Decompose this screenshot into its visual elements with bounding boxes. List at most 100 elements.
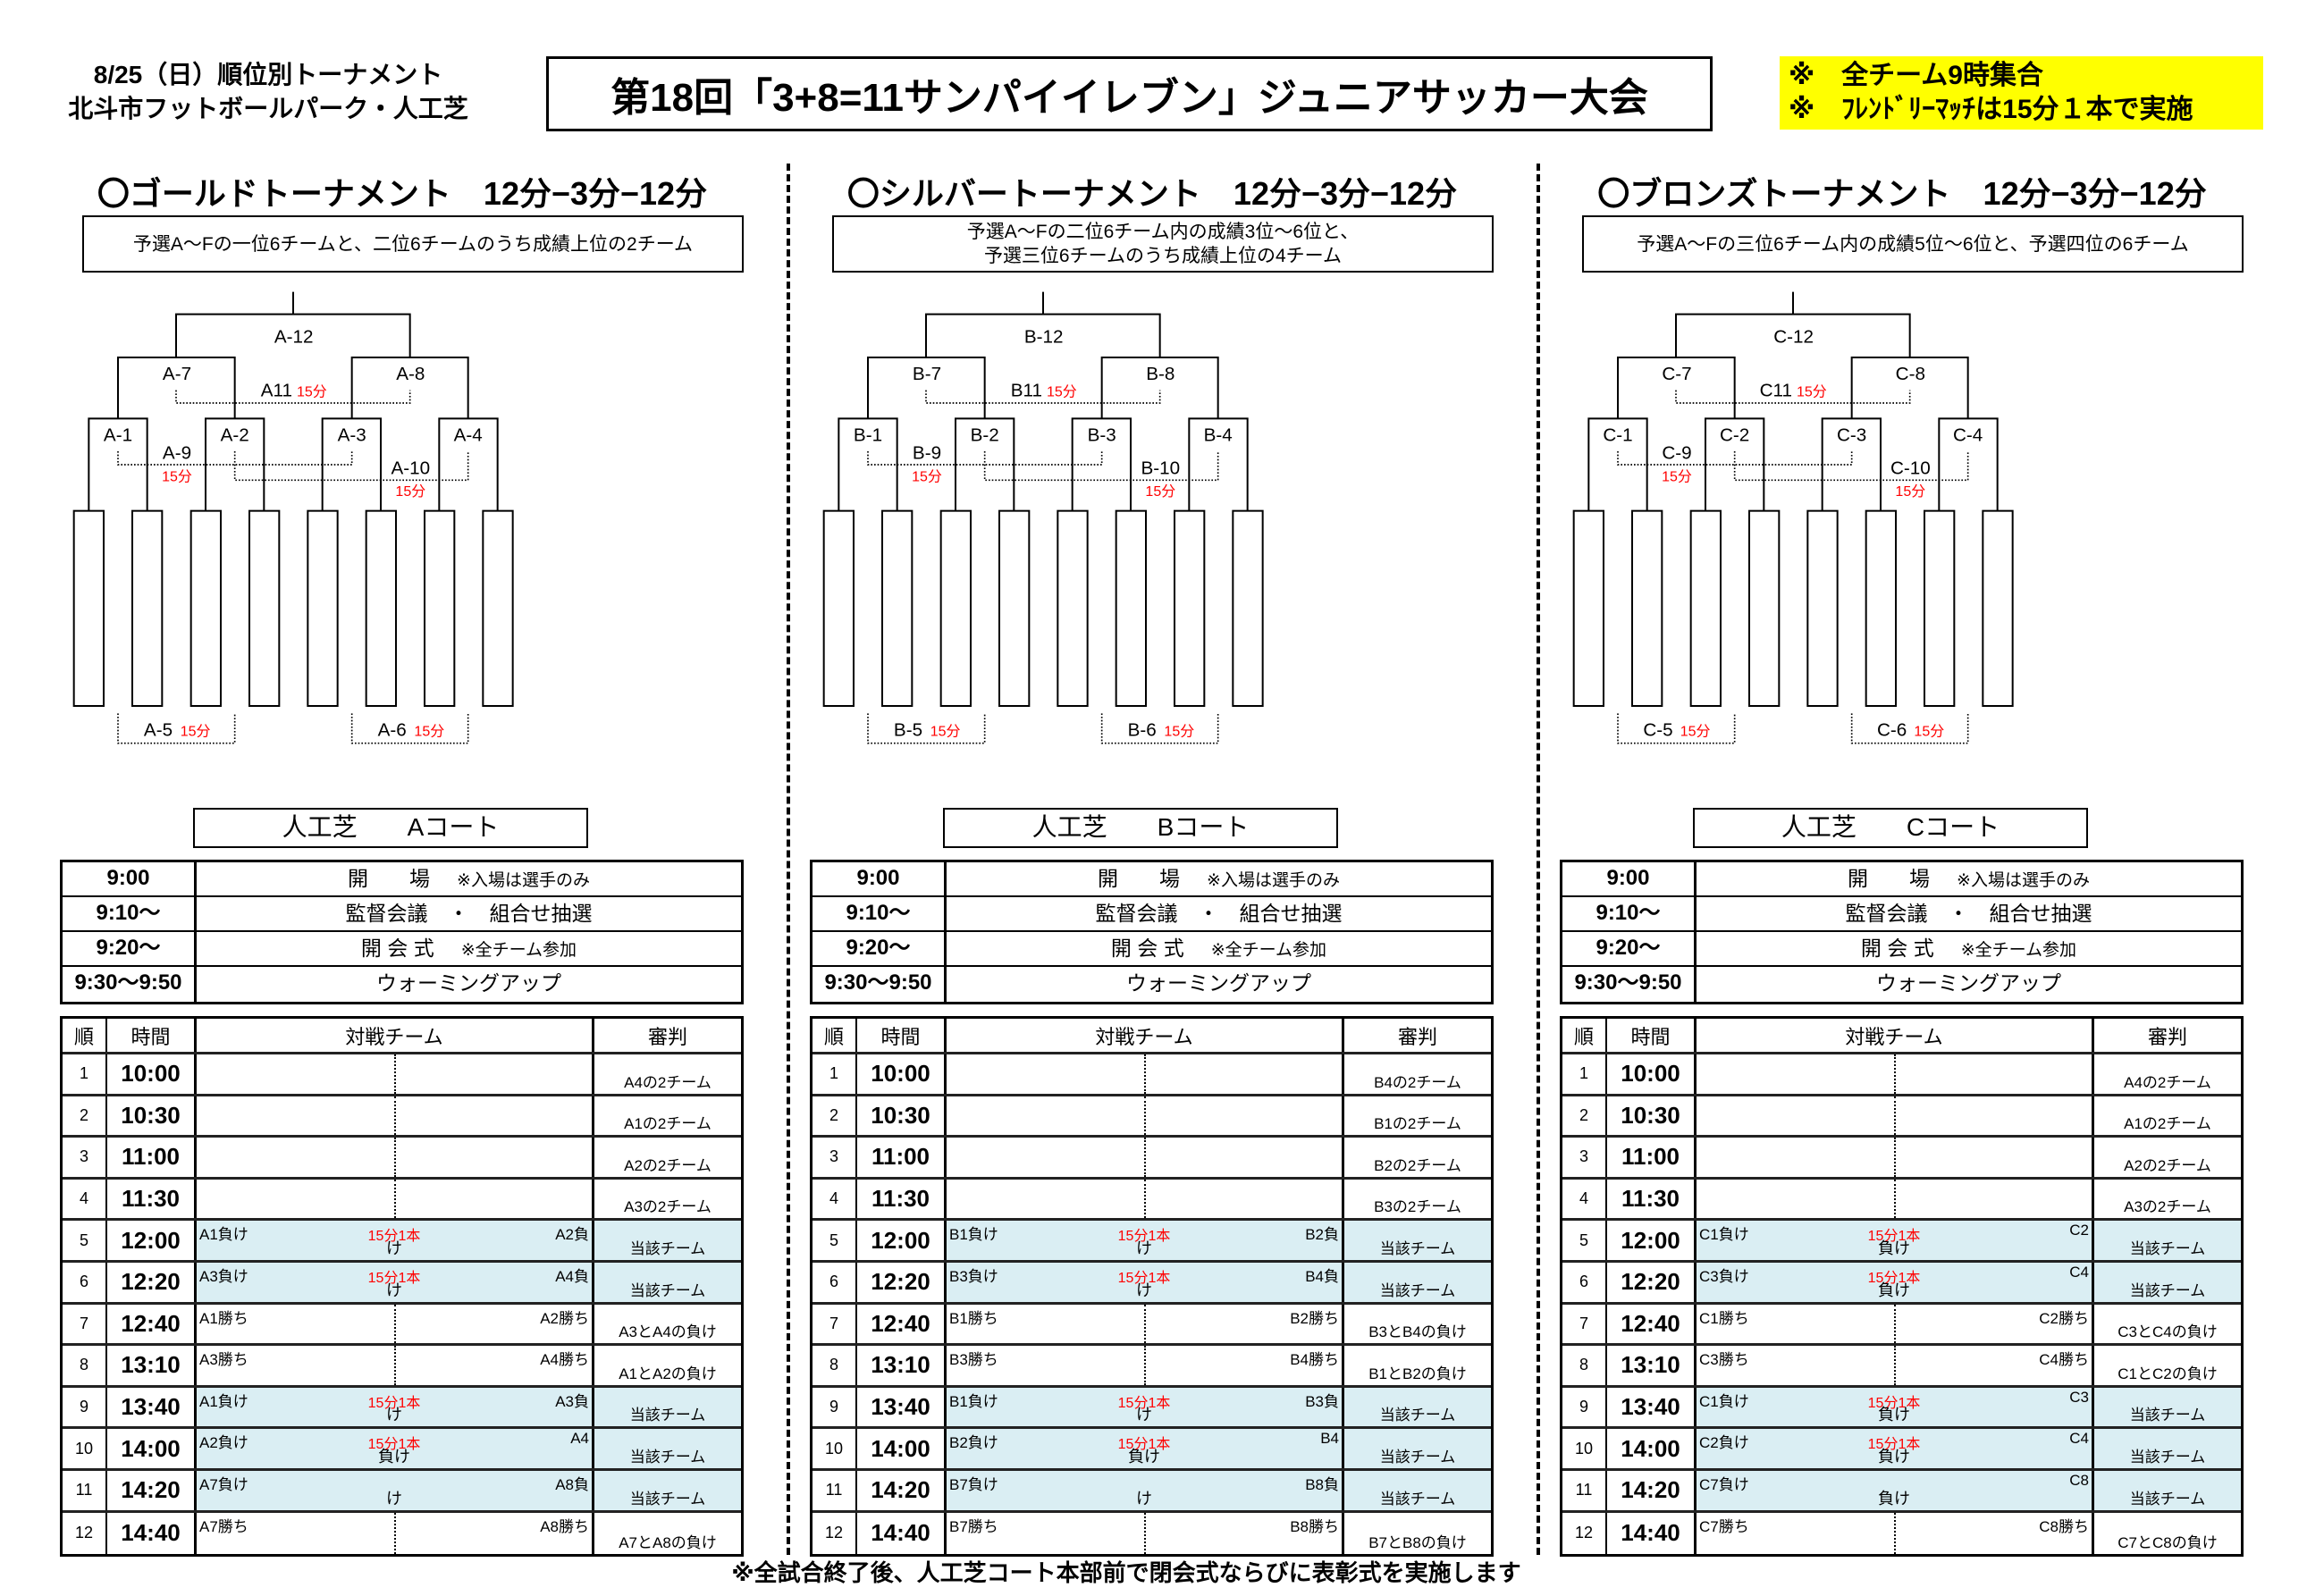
match-time: 11:00	[857, 1138, 947, 1177]
referee: 当該チーム	[594, 1387, 741, 1427]
notice-line: ※ 全チーム9時集合	[1789, 61, 2043, 90]
notice-box: ※ 全チーム9時集合 ※ ﾌﾚﾝﾄﾞﾘｰﾏｯﾁは15分１本で実施	[1780, 56, 2263, 130]
match-duration-label: 15分	[1895, 483, 1925, 500]
match-duration-note: 15分1本	[1867, 1395, 1921, 1411]
timetable-time: 9:10〜	[63, 897, 197, 930]
event-note: ※入場は選手のみ	[1207, 871, 1340, 890]
team-continued: 負け	[1878, 1489, 1910, 1508]
referee: 当該チーム	[2094, 1470, 2241, 1510]
referee: 当該チーム	[594, 1262, 741, 1302]
team-left: B7勝ち	[949, 1517, 998, 1535]
team-continued: け	[1136, 1239, 1152, 1257]
team-slot	[1806, 509, 1839, 707]
event-name: 開 場	[1098, 867, 1181, 890]
match-time: 12:20	[107, 1262, 197, 1302]
event-name: 監督会議 ・ 組合せ抽選	[1095, 902, 1343, 925]
match-teams	[197, 1179, 594, 1219]
referee: A3の2チーム	[624, 1198, 711, 1216]
referee: C1とC2の負け	[2118, 1365, 2218, 1382]
referee: 当該チーム	[1344, 1470, 1491, 1510]
notice-line: ※ ﾌﾚﾝﾄﾞﾘｰﾏｯﾁは15分１本で実施	[1789, 95, 2193, 124]
match-duration-label: 15分	[297, 383, 327, 399]
first-round-match-label: A-4	[454, 424, 483, 445]
timetable-time: 9:20〜	[813, 932, 947, 965]
semifinal-match-label: C-7	[1662, 364, 1691, 384]
team-slot	[822, 509, 855, 707]
match-11-label: A11	[261, 380, 292, 400]
match-duration-note: 15分1本	[367, 1270, 421, 1286]
match-divider	[394, 1346, 396, 1385]
match-time: 13:40	[107, 1387, 197, 1427]
match-5-label: B-5	[894, 719, 922, 740]
team-slot	[1689, 509, 1722, 707]
match-duration-label: 15分	[1047, 383, 1077, 399]
match-divider	[1894, 1512, 1896, 1555]
description-line: 予選A～Fの一位6チームと、二位6チームのうち成績上位の2チーム	[132, 233, 694, 255]
match-duration-note: 15分1本	[1117, 1437, 1171, 1453]
team-right: B2勝ち	[1290, 1309, 1339, 1327]
match-divider	[394, 1179, 396, 1219]
match-number: 3	[63, 1138, 107, 1177]
header-time: 時間	[857, 1019, 947, 1052]
tournament-title: 〇ゴールドトーナメント 12分−3分−12分	[97, 175, 708, 212]
match-number: 7	[63, 1304, 107, 1344]
court-label: 人工芝 Aコート	[193, 808, 588, 848]
match-number: 7	[813, 1304, 857, 1344]
timetable-event: ウォーミングアップ	[197, 967, 741, 1002]
qualification-description: 予選A～Fの三位6チーム内の成績5位～6位と、予選四位の6チーム	[1582, 215, 2244, 273]
match-duration-note: 15分1本	[1867, 1270, 1921, 1286]
match-duration-label: 15分	[930, 723, 961, 739]
timetable-time: 9:30〜9:50	[813, 967, 947, 1002]
team-continued: け	[1136, 1489, 1152, 1508]
match-teams	[197, 1054, 594, 1094]
referee: 当該チーム	[2094, 1221, 2241, 1260]
referee: 当該チーム	[594, 1221, 741, 1260]
header-time: 時間	[1607, 1019, 1697, 1052]
match-time: 13:10	[1607, 1346, 1697, 1385]
match-time: 12:40	[1607, 1304, 1697, 1344]
match-number: 2	[63, 1096, 107, 1136]
match-10-line	[983, 451, 1219, 482]
match-number: 3	[1562, 1138, 1607, 1177]
match-number: 6	[63, 1262, 107, 1302]
team-slot	[1982, 509, 2014, 707]
match-time: 11:30	[107, 1179, 197, 1219]
referee: B4の2チーム	[1374, 1073, 1461, 1091]
match-10-line	[233, 451, 469, 482]
match-time: 12:40	[857, 1304, 947, 1344]
team-continued: 負け	[1878, 1406, 1910, 1424]
team-continued: け	[386, 1489, 402, 1508]
team-right: B4負	[1305, 1267, 1339, 1285]
match-number: 5	[813, 1221, 857, 1260]
match-11-label: C11	[1760, 380, 1792, 400]
match-number: 5	[1562, 1221, 1607, 1260]
referee: 当該チーム	[594, 1470, 741, 1510]
match-divider	[394, 1096, 396, 1136]
match-duration-label: 15分	[414, 723, 444, 739]
timetable-time: 9:00	[1562, 862, 1697, 895]
team-slot	[248, 509, 281, 707]
